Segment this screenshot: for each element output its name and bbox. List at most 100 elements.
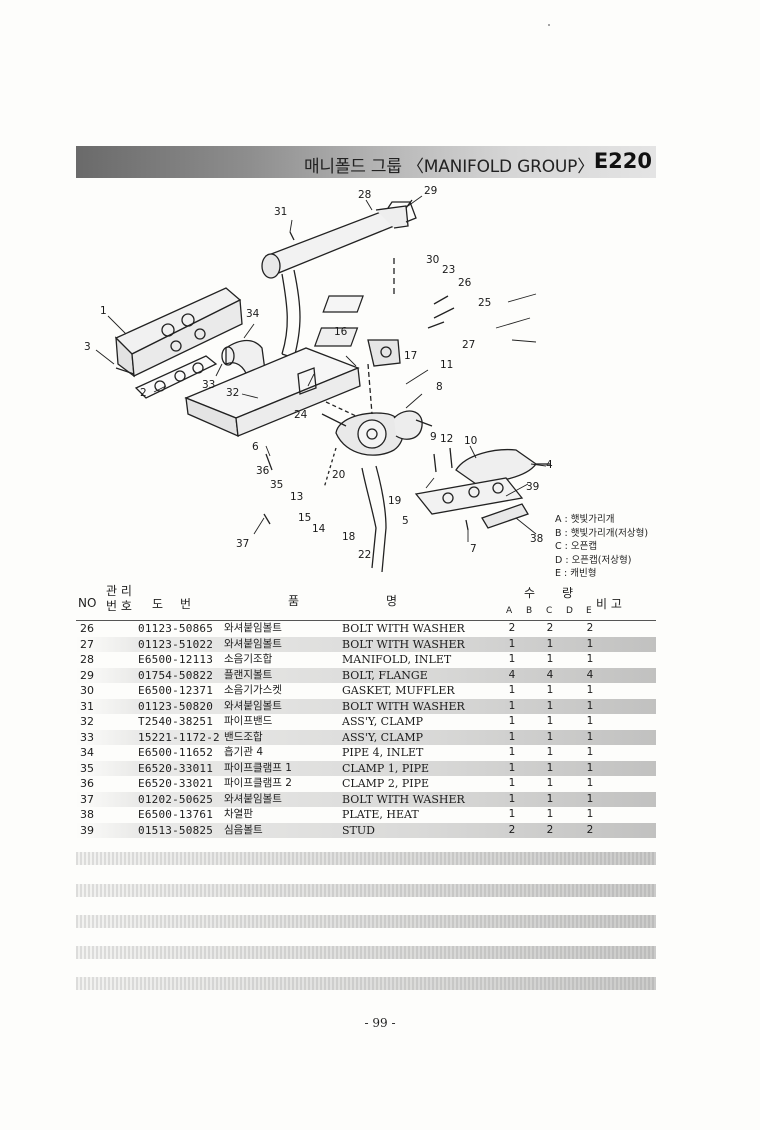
callout-12: 12 [440, 433, 453, 445]
callout-16: 16 [334, 326, 348, 338]
cell-qty-c: 1 [546, 792, 554, 805]
table-row: 38 E6500-13761 차열판 PLATE, HEAT 1 1 1 [76, 807, 656, 823]
header-drawing-2: 번 [180, 597, 192, 611]
legend-item-c: C : 오픈캡 [555, 541, 598, 552]
cell-qty-e: 1 [586, 715, 594, 727]
table-row: 37 01202-50625 와셔붙임볼트 BOLT WITH WASHER 1… [76, 791, 656, 807]
cell-english-name: STUD [342, 823, 375, 837]
cell-qty-e: 4 [586, 668, 594, 681]
heat-shield-block-drawing [184, 347, 361, 438]
callout-13: 13 [290, 491, 303, 503]
cell-english-name: GASKET, MUFFLER [342, 684, 455, 697]
manifold-cover-drawing [114, 287, 243, 378]
cell-qty-a: 1 [508, 777, 516, 789]
leader-lines [95, 195, 547, 542]
callout-37: 37 [236, 538, 249, 550]
cell-english-name: ASS'Y, CLAMP [342, 730, 424, 744]
callout-31: 31 [274, 206, 287, 218]
callout-38: 38 [530, 533, 543, 545]
header-name-1: 품 [288, 594, 300, 608]
table-row: 33 15221-1172-2 밴드조합 ASS'Y, CLAMP 1 1 1 [76, 729, 656, 745]
callout-28: 28 [358, 189, 371, 201]
header-drawing-1: 도 [152, 597, 164, 611]
cell-qty-e: 1 [586, 792, 594, 805]
variant-a: A [506, 606, 513, 616]
flange-stack-drawing [313, 258, 455, 367]
variant-c: C [546, 606, 553, 616]
cell-qty-e: 2 [586, 622, 594, 634]
turbocharger-drawing [321, 363, 423, 489]
callout-numbers: 1 2 3 4 5 6 7 8 9 10 11 12 13 14 15 16 1… [84, 185, 553, 561]
cell-no: 27 [80, 637, 94, 651]
header-qty-1: 수 [524, 586, 536, 600]
cell-no: 30 [80, 684, 94, 697]
cell-korean-name: 소음기조합 [224, 653, 273, 665]
callout-14: 14 [312, 523, 326, 535]
gasket-drawing [134, 355, 218, 399]
callout-29: 29 [424, 185, 437, 197]
cell-korean-name: 심음볼트 [224, 823, 263, 836]
callout-30: 30 [426, 254, 439, 266]
cell-english-name: ASS'Y, CLAMP [342, 715, 424, 728]
legend-item-e: E : 캐빈형 [555, 568, 597, 579]
cell-english-name: BOLT WITH WASHER [342, 637, 465, 651]
legend-item-b: B : 햇빛가리개(저상형) [555, 527, 649, 539]
cell-part-number: E6500-13761 [138, 808, 214, 821]
cell-qty-a: 1 [508, 730, 516, 743]
scan-speck [548, 24, 550, 26]
callout-5: 5 [402, 515, 409, 527]
callout-17: 17 [404, 350, 417, 362]
cell-no: 39 [80, 823, 94, 837]
callout-24: 24 [294, 409, 308, 421]
table-header-rule [76, 620, 656, 621]
cell-qty-c: 1 [546, 715, 554, 727]
empty-row-band [76, 915, 656, 928]
cell-no: 33 [80, 730, 94, 744]
callout-32: 32 [226, 387, 239, 399]
cell-part-number: 15221-1172-2 [138, 730, 220, 744]
cell-english-name: PIPE 4, INLET [342, 746, 424, 759]
cell-qty-a: 1 [508, 699, 516, 712]
table-row: 27 01123-51022 와셔붙임볼트 BOLT WITH WASHER 1… [76, 636, 656, 652]
cell-qty-e: 1 [586, 637, 594, 650]
callout-1: 1 [100, 305, 107, 317]
bolt-drawings [115, 199, 469, 531]
cell-no: 36 [80, 777, 94, 790]
callout-8: 8 [436, 381, 443, 393]
cell-qty-c: 1 [546, 684, 554, 696]
cell-qty-c: 1 [546, 637, 554, 650]
cell-qty-e: 1 [586, 777, 594, 789]
cell-no: 35 [80, 761, 94, 775]
cell-part-number: E6520-33011 [138, 761, 214, 775]
cell-korean-name: 플랜지볼트 [224, 668, 273, 681]
cell-korean-name: 차열판 [224, 808, 253, 820]
exhaust-manifold-drawing [414, 448, 550, 515]
callout-19: 19 [388, 495, 401, 507]
cell-qty-a: 2 [508, 823, 516, 836]
cell-part-number: 01123-50820 [138, 699, 214, 713]
cell-korean-name: 파이프클램프 1 [224, 761, 292, 774]
cell-korean-name: 흡기관 4 [224, 746, 263, 758]
cell-part-number: 01513-50825 [138, 823, 214, 837]
cell-qty-c: 1 [546, 653, 554, 665]
heat-plate-drawing [481, 503, 529, 529]
cell-english-name: BOLT WITH WASHER [342, 622, 465, 635]
callout-20: 20 [332, 469, 345, 481]
cell-korean-name: 와셔붙임볼트 [224, 622, 282, 634]
cell-qty-e: 1 [586, 808, 594, 820]
callout-9: 9 [430, 431, 437, 443]
cell-no: 34 [80, 746, 94, 759]
cell-qty-c: 1 [546, 761, 554, 774]
cell-qty-c: 1 [546, 777, 554, 789]
cell-qty-a: 1 [508, 761, 516, 774]
cell-english-name: BOLT WITH WASHER [342, 699, 465, 713]
callout-34: 34 [246, 308, 260, 320]
oil-pipe-drawing [361, 465, 387, 573]
exploded-diagram: 1 2 3 4 5 6 7 8 9 10 11 12 13 14 15 16 1… [76, 178, 676, 588]
empty-row-band [76, 946, 656, 959]
cell-no: 37 [80, 792, 94, 806]
callout-11: 11 [440, 359, 453, 371]
cell-qty-a: 1 [508, 808, 516, 820]
cell-qty-e: 1 [586, 761, 594, 774]
